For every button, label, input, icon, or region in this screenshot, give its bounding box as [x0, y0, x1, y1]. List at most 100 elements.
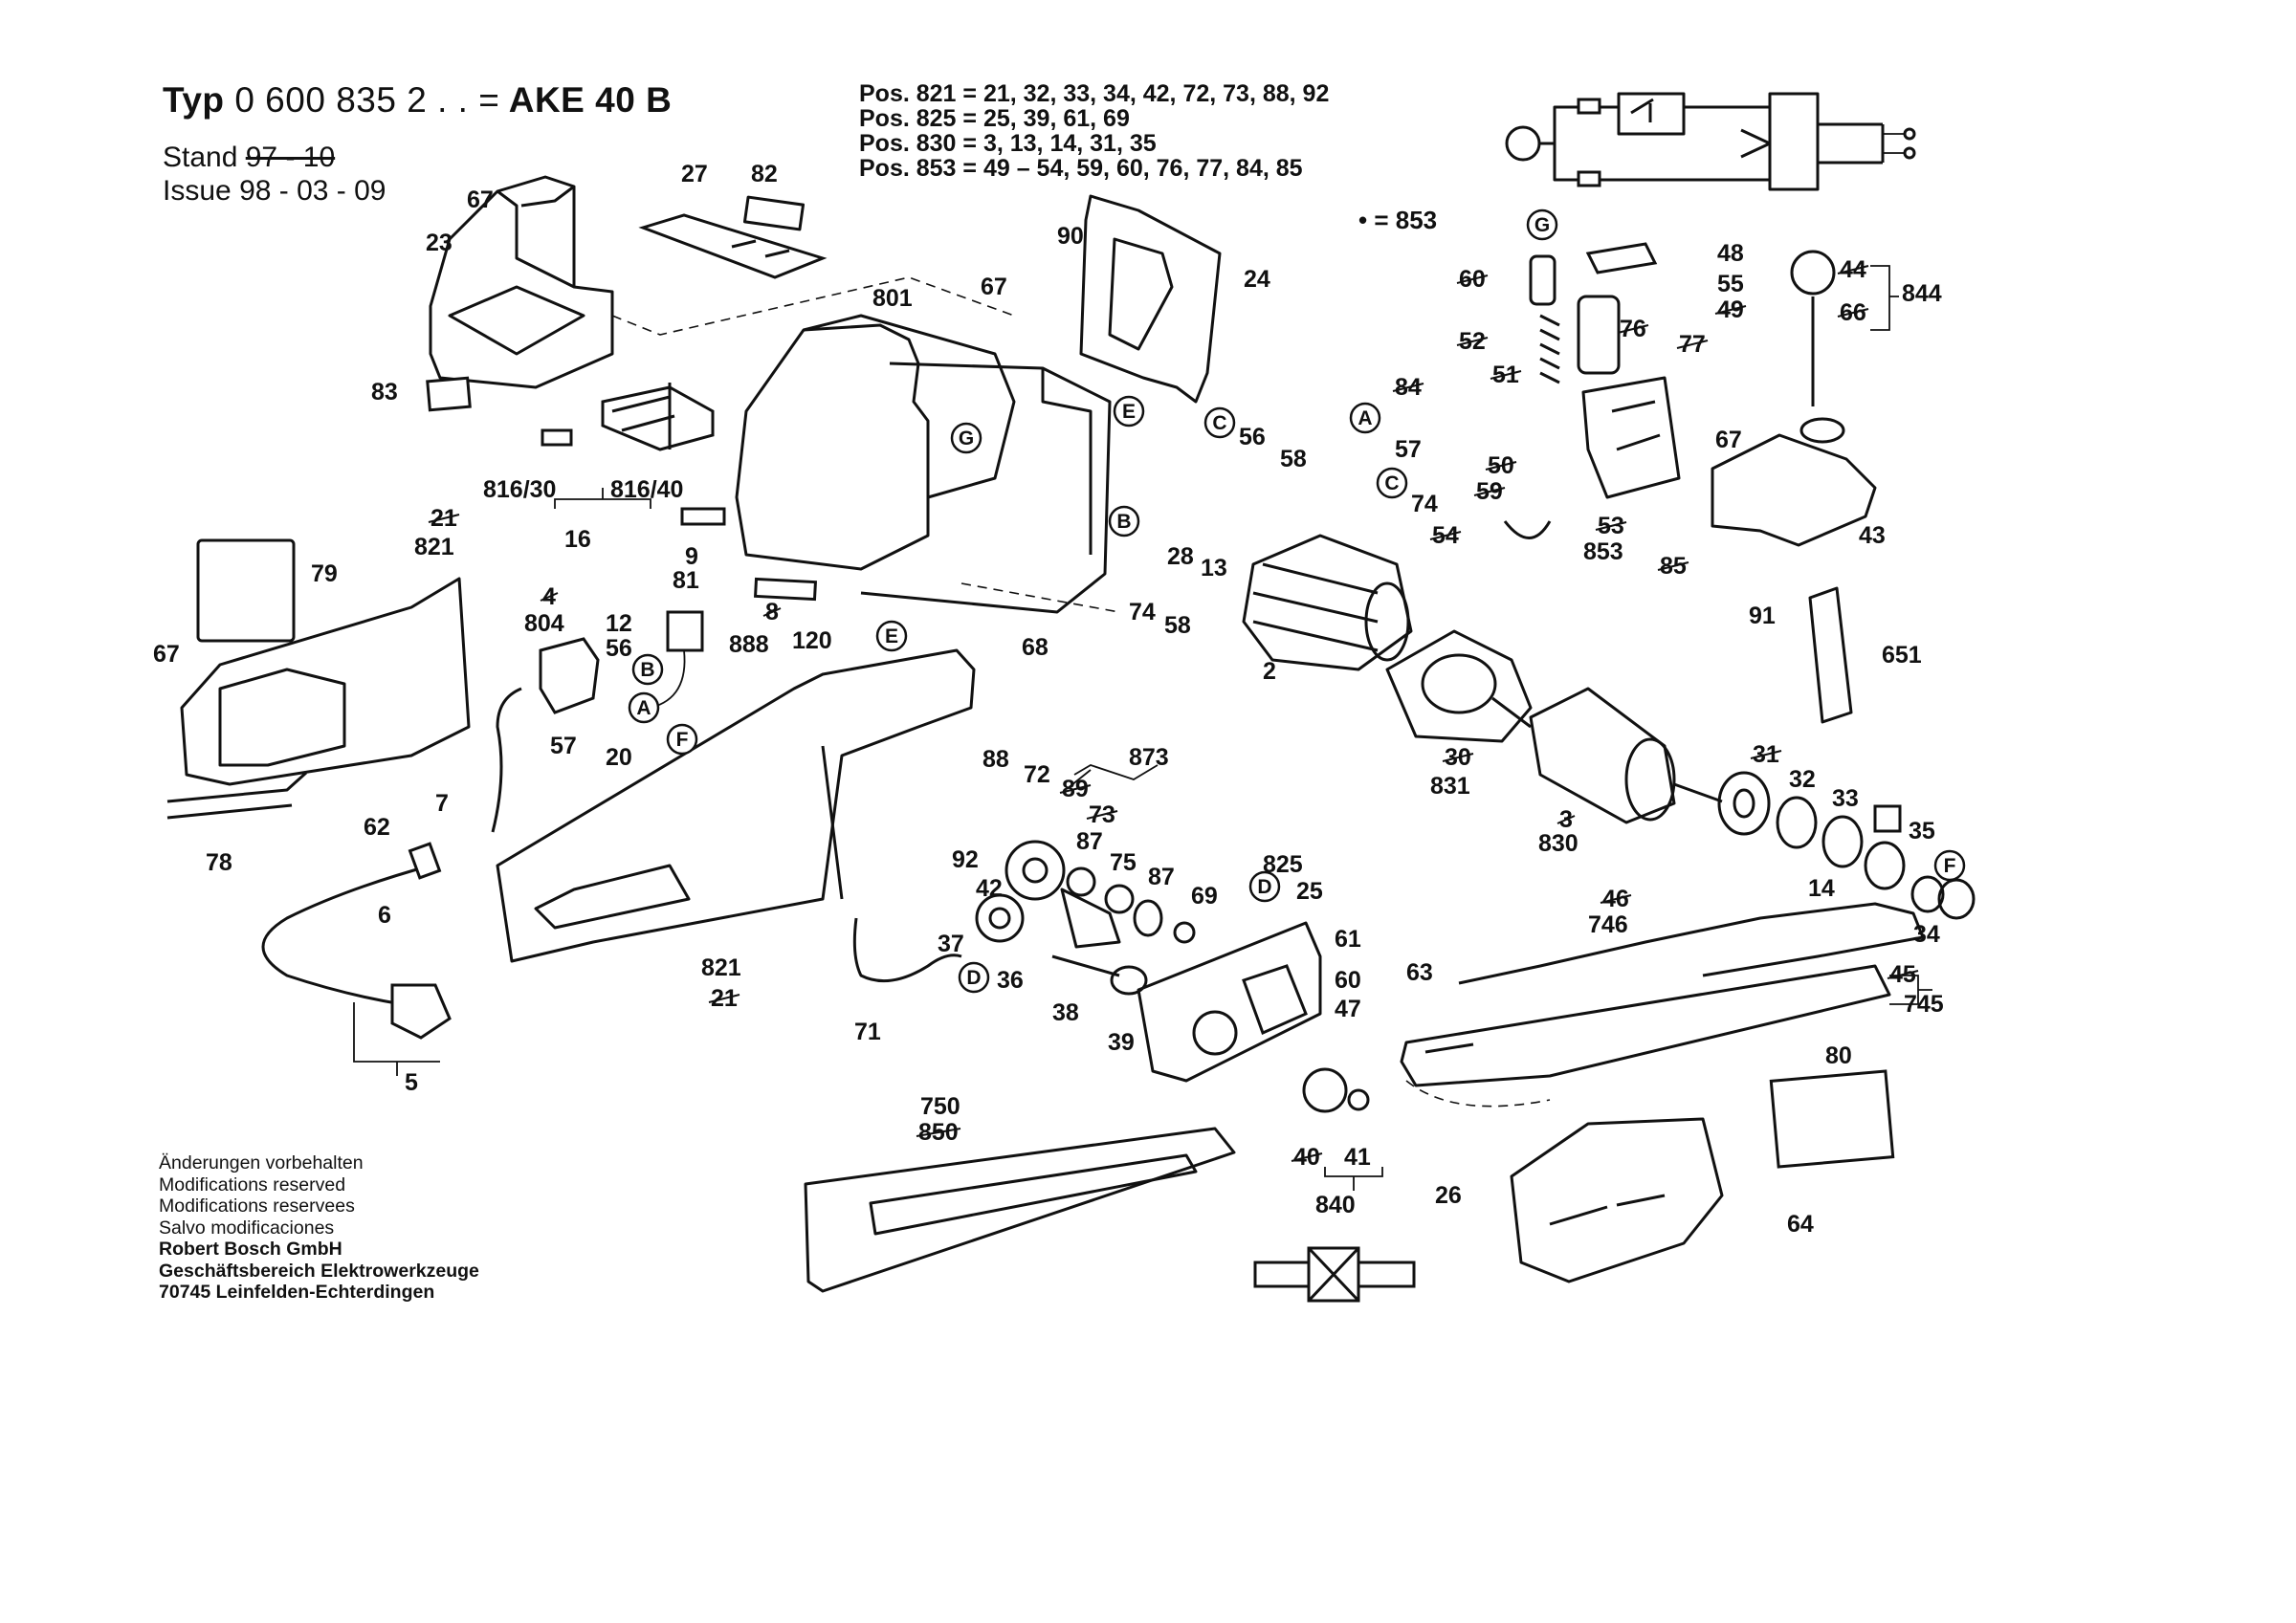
guide-plate-825: [1137, 921, 1322, 1083]
hand-guard-24: [1079, 194, 1222, 404]
part-label-7: 7: [435, 790, 449, 817]
footer-line-en: Modifications reserved: [159, 1173, 346, 1195]
part-label-746: 746: [1588, 911, 1628, 938]
marker-ring-g-12: [950, 422, 982, 454]
part-label-26: 26: [1435, 1182, 1462, 1209]
marker-letter-g: G: [1534, 214, 1550, 236]
marker-ring-a-1: [628, 691, 660, 724]
tensioner-853: [1503, 242, 1681, 539]
marker-ring-g-13: [1526, 208, 1558, 241]
strike-mark-76: [1617, 324, 1649, 334]
part-label-63: 63: [1406, 959, 1433, 986]
strike-mark-51: [1490, 370, 1522, 380]
capacitor-12: [666, 610, 704, 652]
part-label-804: 804: [524, 610, 564, 637]
footer-company: Robert Bosch GmbH: [159, 1239, 342, 1260]
part-label-72: 72: [1024, 761, 1050, 788]
marker-letter-b: B: [640, 659, 654, 681]
strike-mark-53: [1595, 521, 1627, 531]
part-label-71: 71: [854, 1019, 881, 1045]
part-label-48: 48: [1717, 240, 1744, 267]
side-cover-821: [166, 577, 471, 820]
part-label-91: 91: [1749, 603, 1776, 629]
brush-holder-816: [601, 383, 715, 451]
part-label-90: 90: [1057, 223, 1084, 250]
part-label-42: 42: [976, 875, 1003, 902]
part-label-844: 844: [1902, 280, 1942, 307]
dashed-guide-bar: [1405, 1080, 1551, 1108]
armature-3: [1491, 687, 1723, 824]
part-label-35: 35: [1909, 818, 1935, 844]
wiring-schematic: [1505, 92, 1916, 191]
part-label-61: 61: [1335, 926, 1361, 953]
part-label-58a: 58: [1280, 446, 1307, 472]
part-label-120: 120: [792, 627, 832, 654]
issue-label: Issue: [163, 175, 232, 207]
strike-mark-52: [1456, 337, 1489, 346]
footer-line-es: Salvo modificaciones: [159, 1217, 335, 1239]
cable-71: [852, 917, 962, 983]
marker-letter-b: B: [1116, 511, 1131, 533]
main-body-821: [496, 648, 976, 963]
strike-mark-21b: [708, 994, 740, 1003]
pos-821-line: Pos. 821 = 21, 32, 33, 34, 42, 72, 73, 8…: [859, 80, 1330, 107]
strike-mark-50: [1485, 461, 1517, 471]
marker-letter-e: E: [1122, 401, 1136, 423]
typ-prefix: Typ: [163, 80, 225, 120]
switch-804: [539, 610, 704, 714]
dot-legend: • = 853: [1358, 206, 1438, 234]
marker-letter-f: F: [1944, 855, 1956, 877]
part-label-39: 39: [1108, 1029, 1135, 1056]
strike-mark-4: [540, 592, 559, 602]
motor-housing: [735, 314, 1112, 614]
marker-ring-d-7: [958, 961, 990, 994]
cover-plate-27: [638, 213, 828, 279]
footer-address: 70745 Leinfelden-Echterdingen: [159, 1282, 435, 1303]
part-label-64: 64: [1787, 1211, 1814, 1238]
pos-825-line: Pos. 825 = 25, 39, 61, 69: [859, 105, 1130, 132]
marker-ring-c-5: [1376, 467, 1408, 499]
part-label-830: 830: [1538, 830, 1578, 857]
part-label-57a: 57: [550, 733, 577, 759]
part-label-79: 79: [311, 560, 338, 587]
bracket-840: [1324, 1167, 1383, 1191]
part-8: [753, 577, 818, 602]
part-label-55: 55: [1717, 271, 1744, 297]
part-label-32: 32: [1789, 766, 1816, 793]
marker-letter-c: C: [1384, 472, 1399, 494]
label-83: [426, 376, 472, 412]
part-label-801: 801: [872, 285, 913, 312]
strike-mark-30: [1442, 753, 1474, 762]
strike-mark-54: [1429, 531, 1462, 540]
marker-letter-d: D: [966, 967, 981, 989]
strike-mark-8: [762, 607, 782, 617]
marker-ring-f-10: [1933, 849, 1966, 882]
part-label-25: 25: [1296, 878, 1323, 905]
part-label-81640: 816/40: [610, 476, 683, 503]
part-label-67a: 67: [467, 186, 494, 213]
strike-mark-46: [1600, 894, 1632, 904]
bearings-31-35: [1717, 771, 1976, 920]
part-label-9: 9: [685, 543, 698, 570]
part-label-43: 43: [1859, 522, 1886, 549]
document-title: Typ 0 600 835 2 . . = AKE 40 B: [163, 80, 672, 121]
part-label-873: 873: [1129, 744, 1169, 771]
marker-letter-e: E: [885, 625, 898, 647]
footer-notes: Änderungen vorbehalten Modifications res…: [159, 1152, 479, 1304]
part-label-6: 6: [378, 902, 391, 929]
part-label-69: 69: [1191, 883, 1218, 910]
strike-mark-59: [1473, 487, 1506, 496]
marker-ring-b-3: [631, 653, 664, 686]
dash-line-b: [960, 582, 1120, 613]
handle-cover-23: [429, 175, 614, 389]
strike-mark-89: [1059, 784, 1092, 794]
part-label-821b: 821: [701, 954, 741, 981]
part-label-78: 78: [206, 849, 232, 876]
part-label-831: 831: [1430, 773, 1470, 800]
part-label-81: 81: [673, 567, 699, 594]
marker-letter-a: A: [1358, 407, 1372, 429]
marker-ring-f-11: [666, 723, 698, 756]
part-label-67d: 67: [1715, 427, 1742, 453]
